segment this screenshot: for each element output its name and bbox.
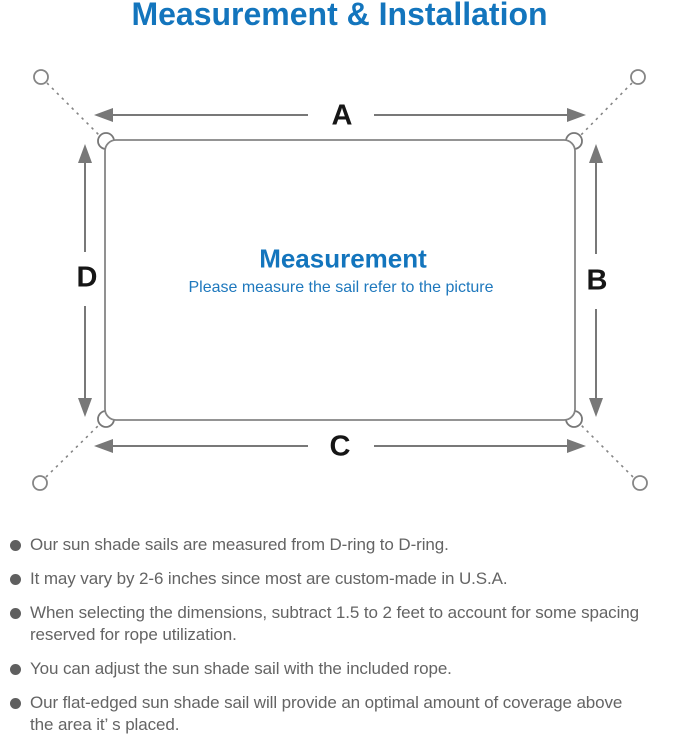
bullet-icon xyxy=(10,608,21,619)
arrow-right-icon xyxy=(567,439,586,453)
bullet-icon xyxy=(10,698,21,709)
bullet-icon xyxy=(10,664,21,675)
diagram-center-title: Measurement xyxy=(259,243,427,274)
bullet-icon xyxy=(10,574,21,585)
dimension-label-a: A xyxy=(325,101,359,131)
note-text: When selecting the dimensions, subtract … xyxy=(30,603,639,644)
anchor-line-bottom-left xyxy=(45,422,102,478)
anchor-line-top-left xyxy=(46,82,102,138)
anchor-connectors xyxy=(45,82,634,478)
dimension-label-c: C xyxy=(323,432,357,462)
note-text: Our flat-edged sun shade sail will provi… xyxy=(30,693,623,734)
anchor-line-bottom-right xyxy=(578,422,634,478)
anchor-point-bottom-right xyxy=(632,475,648,491)
anchor-point-top-left xyxy=(33,69,49,85)
arrow-up-icon xyxy=(589,144,603,163)
notes-list: Our sun shade sails are measured from D-… xyxy=(8,534,679,739)
anchor-points xyxy=(32,69,648,491)
anchor-line-top-right xyxy=(578,82,633,138)
dimension-arrow-b xyxy=(589,144,603,417)
note-text: Our sun shade sails are measured from D-… xyxy=(30,535,449,554)
dimension-arrow-a xyxy=(94,108,586,122)
arrow-left-icon xyxy=(94,108,113,122)
list-item: Our flat-edged sun shade sail will provi… xyxy=(8,692,679,736)
list-item: When selecting the dimensions, subtract … xyxy=(8,602,679,646)
dimension-arrow-d xyxy=(78,144,92,417)
list-item: Our sun shade sails are measured from D-… xyxy=(8,534,679,556)
anchor-point-top-right xyxy=(630,69,646,85)
list-item: It may vary by 2-6 inches since most are… xyxy=(8,568,679,590)
arrow-left-icon xyxy=(94,439,113,453)
dimension-label-d: D xyxy=(70,263,104,293)
diagram-center-subtitle: Please measure the sail refer to the pic… xyxy=(188,279,494,296)
note-text: You can adjust the sun shade sail with t… xyxy=(30,659,452,678)
dimension-label-b: B xyxy=(580,266,614,296)
sail-outline xyxy=(104,139,576,421)
bullet-icon xyxy=(10,540,21,551)
dimension-arrow-c xyxy=(94,439,586,453)
measurement-diagram xyxy=(32,69,648,491)
arrow-up-icon xyxy=(78,144,92,163)
arrow-down-icon xyxy=(589,398,603,417)
anchor-point-bottom-left xyxy=(32,475,48,491)
arrow-right-icon xyxy=(567,108,586,122)
note-text: It may vary by 2-6 inches since most are… xyxy=(30,569,508,588)
page-title: Measurement & Installation xyxy=(131,0,548,32)
arrow-down-icon xyxy=(78,398,92,417)
list-item: You can adjust the sun shade sail with t… xyxy=(8,658,679,680)
